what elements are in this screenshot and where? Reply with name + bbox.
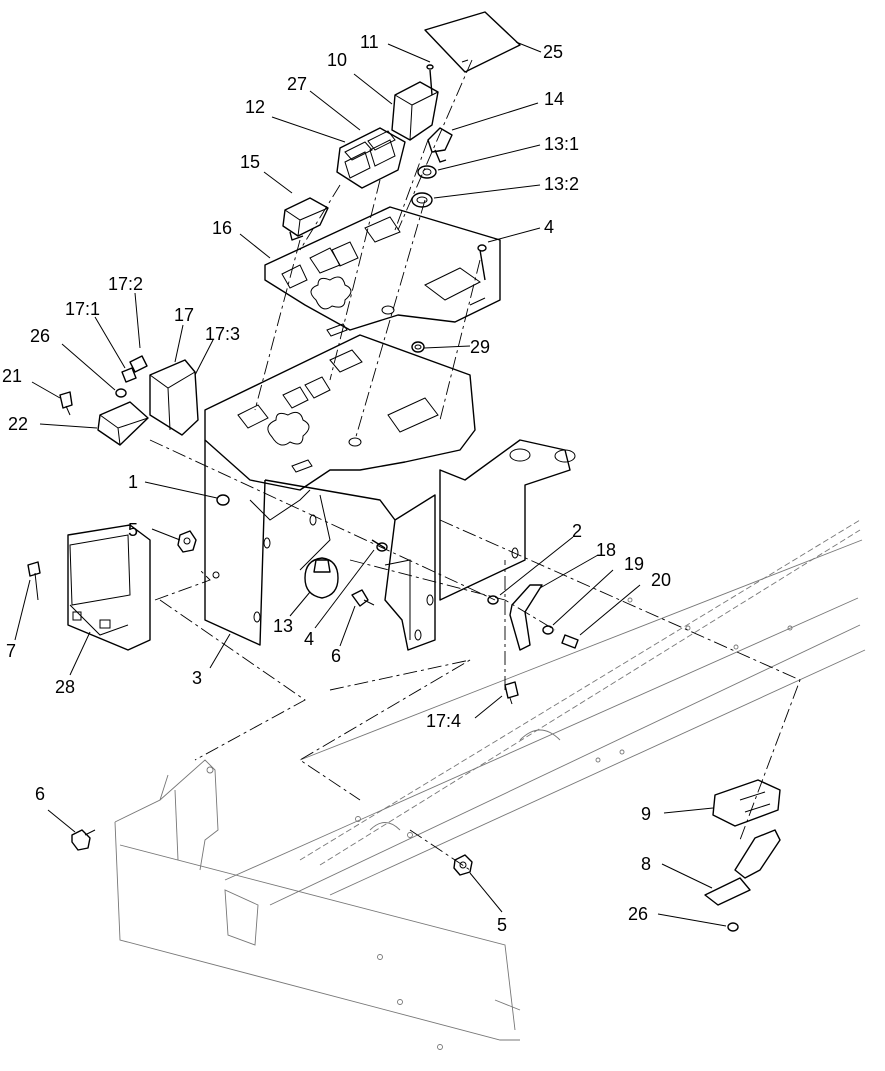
washer-2	[487, 595, 499, 605]
callout-17-2: 17:2	[108, 274, 143, 294]
rocker-switch-15	[282, 197, 329, 241]
switch-lever-18	[509, 584, 543, 651]
lower-control-panel	[204, 334, 476, 491]
callout-19: 19	[624, 554, 644, 574]
callout-29: 29	[470, 337, 490, 357]
cover-plate-25	[424, 11, 521, 73]
callout-5-top: 5	[128, 520, 138, 540]
bolt-21	[59, 391, 73, 416]
callout-18: 18	[596, 540, 616, 560]
callout-5-lower: 5	[497, 915, 507, 935]
callout-16: 16	[212, 218, 232, 238]
callout-12: 12	[245, 97, 265, 117]
callout-17-4: 17:4	[426, 711, 461, 731]
washer-19	[542, 625, 554, 635]
controller-28	[67, 524, 151, 651]
screw-11	[426, 64, 434, 96]
switch-cover-10	[391, 81, 439, 141]
washer-13-2	[411, 192, 433, 208]
callout-9: 9	[641, 804, 651, 824]
callout-6-mid: 6	[331, 646, 341, 666]
callout-11: 11	[360, 32, 379, 52]
hour-meter-22	[97, 401, 149, 446]
callout-13-2: 13:2	[544, 174, 579, 194]
callout-22: 22	[8, 414, 28, 434]
callout-13: 13	[273, 616, 293, 636]
callout-4-mid: 4	[304, 629, 314, 649]
sensor-13	[304, 557, 339, 599]
nut-13-1	[417, 165, 437, 179]
callout-7: 7	[6, 641, 16, 661]
callout-28: 28	[55, 677, 75, 697]
mount-bracket	[204, 439, 576, 651]
callout-10: 10	[327, 50, 347, 70]
callout-17-1: 17:1	[65, 299, 100, 319]
leader-lines	[14, 41, 727, 927]
callout-25: 25	[543, 42, 563, 62]
switch-block-27	[336, 127, 406, 189]
chassis-frame	[114, 519, 866, 1050]
upper-control-panel	[264, 206, 501, 337]
callout-26-lower: 26	[628, 904, 648, 924]
callout-26-top: 26	[30, 326, 50, 346]
callout-21: 21	[2, 366, 22, 386]
callout-27: 27	[287, 74, 307, 94]
bolt-7	[27, 561, 41, 601]
callout-17-3: 17:3	[205, 324, 240, 344]
callout-4-top: 4	[544, 217, 554, 237]
callout-1: 1	[128, 472, 138, 492]
key-14	[427, 127, 453, 163]
callout-labels: 11 25 10 27 14 12 13:1 15 13:2 16 4 17:2…	[2, 32, 671, 935]
callout-15: 15	[240, 152, 260, 172]
bracket-9	[712, 779, 781, 827]
screw-4-mid	[371, 539, 388, 552]
ignition-switch-17	[121, 355, 199, 436]
callout-8: 8	[641, 854, 651, 874]
connector-17-4	[504, 681, 519, 705]
callout-3: 3	[192, 668, 202, 688]
screw-4-top	[477, 244, 487, 281]
grommet-29	[411, 341, 425, 353]
nut-26-lower	[727, 922, 739, 932]
callout-20: 20	[651, 570, 671, 590]
callout-13-1: 13:1	[544, 134, 579, 154]
seat-switch-8	[704, 829, 781, 906]
callout-17: 17	[174, 305, 194, 325]
bolt-6-mid	[351, 589, 375, 607]
callout-14: 14	[544, 89, 564, 109]
nut-1	[216, 494, 230, 506]
nut-5-top	[177, 530, 197, 553]
assembly-centerlines	[149, 59, 801, 871]
bolt-20	[561, 634, 579, 649]
bolt-6-lower	[71, 829, 96, 851]
nut-26-top	[115, 388, 127, 398]
nut-5-lower	[453, 854, 473, 876]
callout-2: 2	[572, 521, 582, 541]
callout-6-lower: 6	[35, 784, 45, 804]
